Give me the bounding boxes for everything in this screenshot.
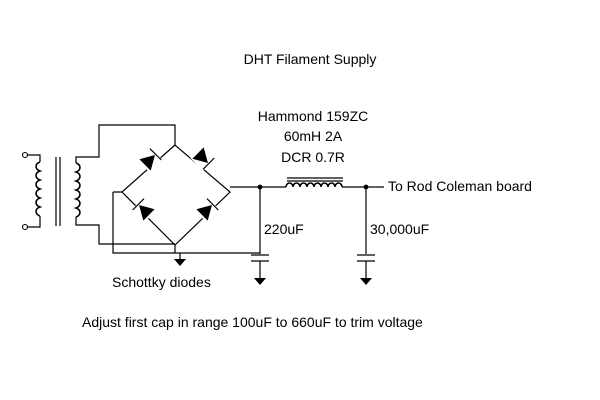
choke-inductance-label: 60mH 2A — [284, 128, 343, 144]
diode-top-right — [190, 145, 216, 171]
trim-note: Adjust first cap in range 100uF to 660uF… — [82, 314, 423, 330]
cap1-value-label: 220uF — [264, 221, 304, 237]
output-label: To Rod Coleman board — [388, 178, 532, 194]
secondary-lead-bottom — [75, 217, 175, 245]
schottky-diodes-label: Schottky diodes — [112, 274, 211, 290]
primary-leads — [27, 154, 41, 228]
capacitor-30000uf — [357, 187, 375, 285]
primary-terminal-bottom — [21, 223, 29, 231]
secondary-winding — [73, 162, 81, 218]
diode-bottom-left — [131, 197, 157, 223]
choke-inductor — [285, 177, 343, 188]
ground-return-wire — [112, 191, 260, 254]
primary-winding — [35, 161, 43, 217]
primary-terminal-top — [21, 151, 29, 159]
diagram-title: DHT Filament Supply — [244, 51, 377, 67]
choke-winding — [285, 182, 343, 188]
transformer-core — [55, 157, 61, 226]
secondary-lead-top — [75, 124, 176, 163]
diode-bottom-right — [194, 197, 220, 223]
bridge-rectifier — [121, 144, 231, 246]
choke-dcr-label: DCR 0.7R — [281, 149, 345, 165]
transformer — [21, 124, 176, 245]
cap2-value-label: 30,000uF — [370, 221, 429, 237]
choke-core — [287, 177, 343, 182]
choke-model-label: Hammond 159ZC — [258, 108, 369, 124]
capacitor-220uf — [251, 187, 269, 285]
bridge-ground-symbol — [174, 253, 186, 266]
diode-top-left — [137, 147, 163, 173]
